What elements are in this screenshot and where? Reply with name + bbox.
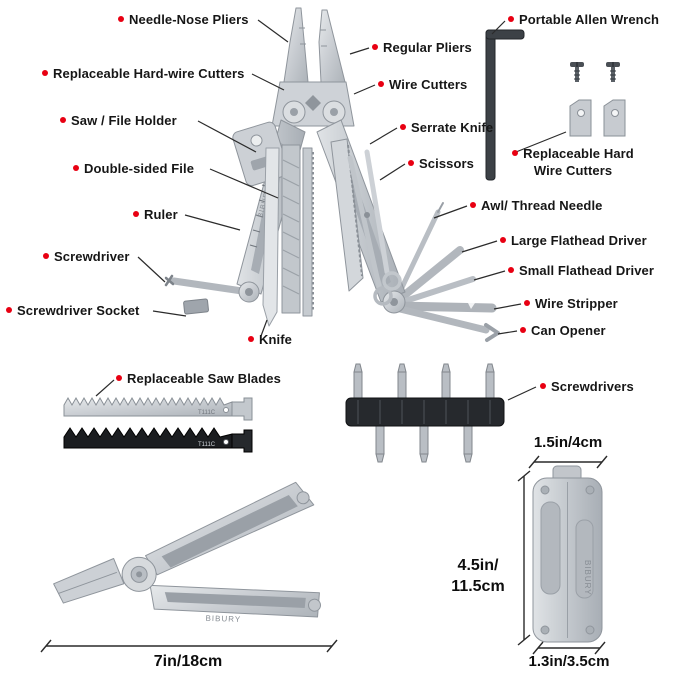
spare-screws xyxy=(570,62,620,82)
callout-large-flathead-driver: Large Flathead Driver xyxy=(500,233,647,249)
callout-label: Screwdriver xyxy=(54,249,130,264)
bullet-icon xyxy=(508,16,514,22)
center-tools xyxy=(262,138,402,327)
dimension-lines xyxy=(40,455,608,655)
bullet-icon xyxy=(73,165,79,171)
saw-blade-silver: T111C xyxy=(63,396,253,421)
bullet-icon xyxy=(400,124,406,130)
knife-blade-part xyxy=(262,147,280,327)
callout-label: Can Opener xyxy=(531,323,606,338)
callout-portable-allen-wrench: Portable Allen Wrench xyxy=(508,12,659,28)
callout-label: Wire Cutters xyxy=(389,77,468,92)
callout-saw-file-holder: Saw / File Holder xyxy=(60,113,177,129)
callout-label: Screwdrivers xyxy=(551,379,634,394)
callout-screwdriver: Screwdriver xyxy=(43,249,130,265)
dimension-closed-depth: 1.3in/3.5cm xyxy=(528,653,610,670)
saw-blade-black: T111C xyxy=(63,427,253,453)
screwdriver-bit-set xyxy=(345,363,505,463)
dimension-closed-height-line1: 4.5in/ xyxy=(457,557,499,574)
leader-lines xyxy=(95,19,567,401)
callout-screwdriver-socket: Screwdriver Socket xyxy=(6,303,139,319)
multitool-open-diagram: BIBURY xyxy=(164,7,500,342)
multitool-pliers-open: BIBURY xyxy=(53,481,321,624)
brand-marking: BIBURY xyxy=(205,614,241,624)
bullet-icon xyxy=(520,327,526,333)
screwdriver-socket-part xyxy=(183,298,209,315)
callout-label: Awl/ Thread Needle xyxy=(481,198,603,213)
pliers-head xyxy=(271,81,355,127)
callout-label: Replaceable Hard-wire Cutters xyxy=(53,66,245,81)
callout-knife: Knife xyxy=(248,332,292,348)
callout-serrate-knife: Serrate Knife xyxy=(400,120,493,136)
callout-label: Regular Pliers xyxy=(383,40,472,55)
bullet-icon xyxy=(42,70,48,76)
callout-label: Double-sided File xyxy=(84,161,195,176)
bullet-icon xyxy=(470,202,476,208)
scissors-part xyxy=(347,149,402,306)
callout-label: Saw / File Holder xyxy=(71,113,177,128)
bullet-icon xyxy=(43,253,49,259)
callout-scissors: Scissors xyxy=(408,156,474,172)
callout-label: Wire Stripper xyxy=(535,296,618,311)
callout-replaceable-saw-blades: Replaceable Saw Blades xyxy=(116,371,281,387)
brand-marking: BIBURY xyxy=(583,560,592,596)
callout-label: Replaceable Hard Wire Cutters xyxy=(523,146,634,178)
bullet-icon xyxy=(372,44,378,50)
saw-part xyxy=(302,147,313,317)
spare-wire-cutters xyxy=(569,99,626,137)
callout-double-sided-file: Double-sided File xyxy=(73,161,194,177)
callout-replaceable-hard-wire-cutters: Replaceable Hard Wire Cutters xyxy=(504,146,642,180)
bullet-icon xyxy=(248,336,254,342)
callout-screwdrivers: Screwdrivers xyxy=(540,379,634,395)
bullet-icon xyxy=(540,383,546,389)
bullet-icon xyxy=(500,237,506,243)
bullet-icon xyxy=(508,267,514,273)
callout-label: Replaceable Saw Blades xyxy=(127,371,281,386)
bullet-icon xyxy=(512,150,519,156)
serrate-knife-part xyxy=(330,138,364,292)
callout-ruler: Ruler xyxy=(133,207,178,223)
callout-wire-cutters: Wire Cutters xyxy=(378,77,467,93)
bullet-icon xyxy=(116,375,122,381)
callout-wire-stripper: Wire Stripper xyxy=(524,296,618,312)
blade-code-marking: T111C xyxy=(198,410,216,416)
bullet-icon xyxy=(118,16,124,22)
callout-label: Serrate Knife xyxy=(411,120,494,135)
bullet-icon xyxy=(408,160,414,166)
pliers-jaws xyxy=(283,7,346,83)
double-sided-file-part xyxy=(281,144,301,314)
callout-label: Screwdriver Socket xyxy=(17,303,140,318)
right-fan-tools xyxy=(391,202,500,342)
bullet-icon xyxy=(524,300,530,306)
callout-regular-pliers: Regular Pliers xyxy=(372,40,472,56)
callout-replaceable-hardwire-cutters: Replaceable Hard-wire Cutters xyxy=(42,66,244,82)
bullet-icon xyxy=(378,81,384,87)
bullet-icon xyxy=(6,307,12,313)
callout-label: Needle-Nose Pliers xyxy=(129,12,249,27)
callout-needle-nose-pliers: Needle-Nose Pliers xyxy=(118,12,249,28)
callout-awl-thread-needle: Awl/ Thread Needle xyxy=(470,198,603,214)
callout-label: Small Flathead Driver xyxy=(519,263,655,278)
callout-label: Scissors xyxy=(419,156,475,171)
side-screwdriver xyxy=(164,274,253,315)
callout-small-flathead-driver: Small Flathead Driver xyxy=(508,263,654,279)
callout-label: Portable Allen Wrench xyxy=(519,12,660,27)
bullet-icon xyxy=(60,117,66,123)
callout-label: Knife xyxy=(259,332,292,347)
dimension-closed-height: 4.5in/ 11.5cm xyxy=(440,556,516,598)
callout-can-opener: Can Opener xyxy=(520,323,606,339)
allen-wrench xyxy=(485,29,525,181)
callout-label: Ruler xyxy=(144,207,178,222)
dimension-open-length: 7in/18cm xyxy=(153,653,223,670)
callout-label: Large Flathead Driver xyxy=(511,233,647,248)
bullet-icon xyxy=(133,211,139,217)
dimension-closed-width: 1.5in/4cm xyxy=(533,434,603,451)
blade-code-marking: T111C xyxy=(198,442,216,448)
multitool-closed: BIBURY xyxy=(532,465,603,643)
dimension-closed-height-line2: 11.5cm xyxy=(451,577,505,595)
